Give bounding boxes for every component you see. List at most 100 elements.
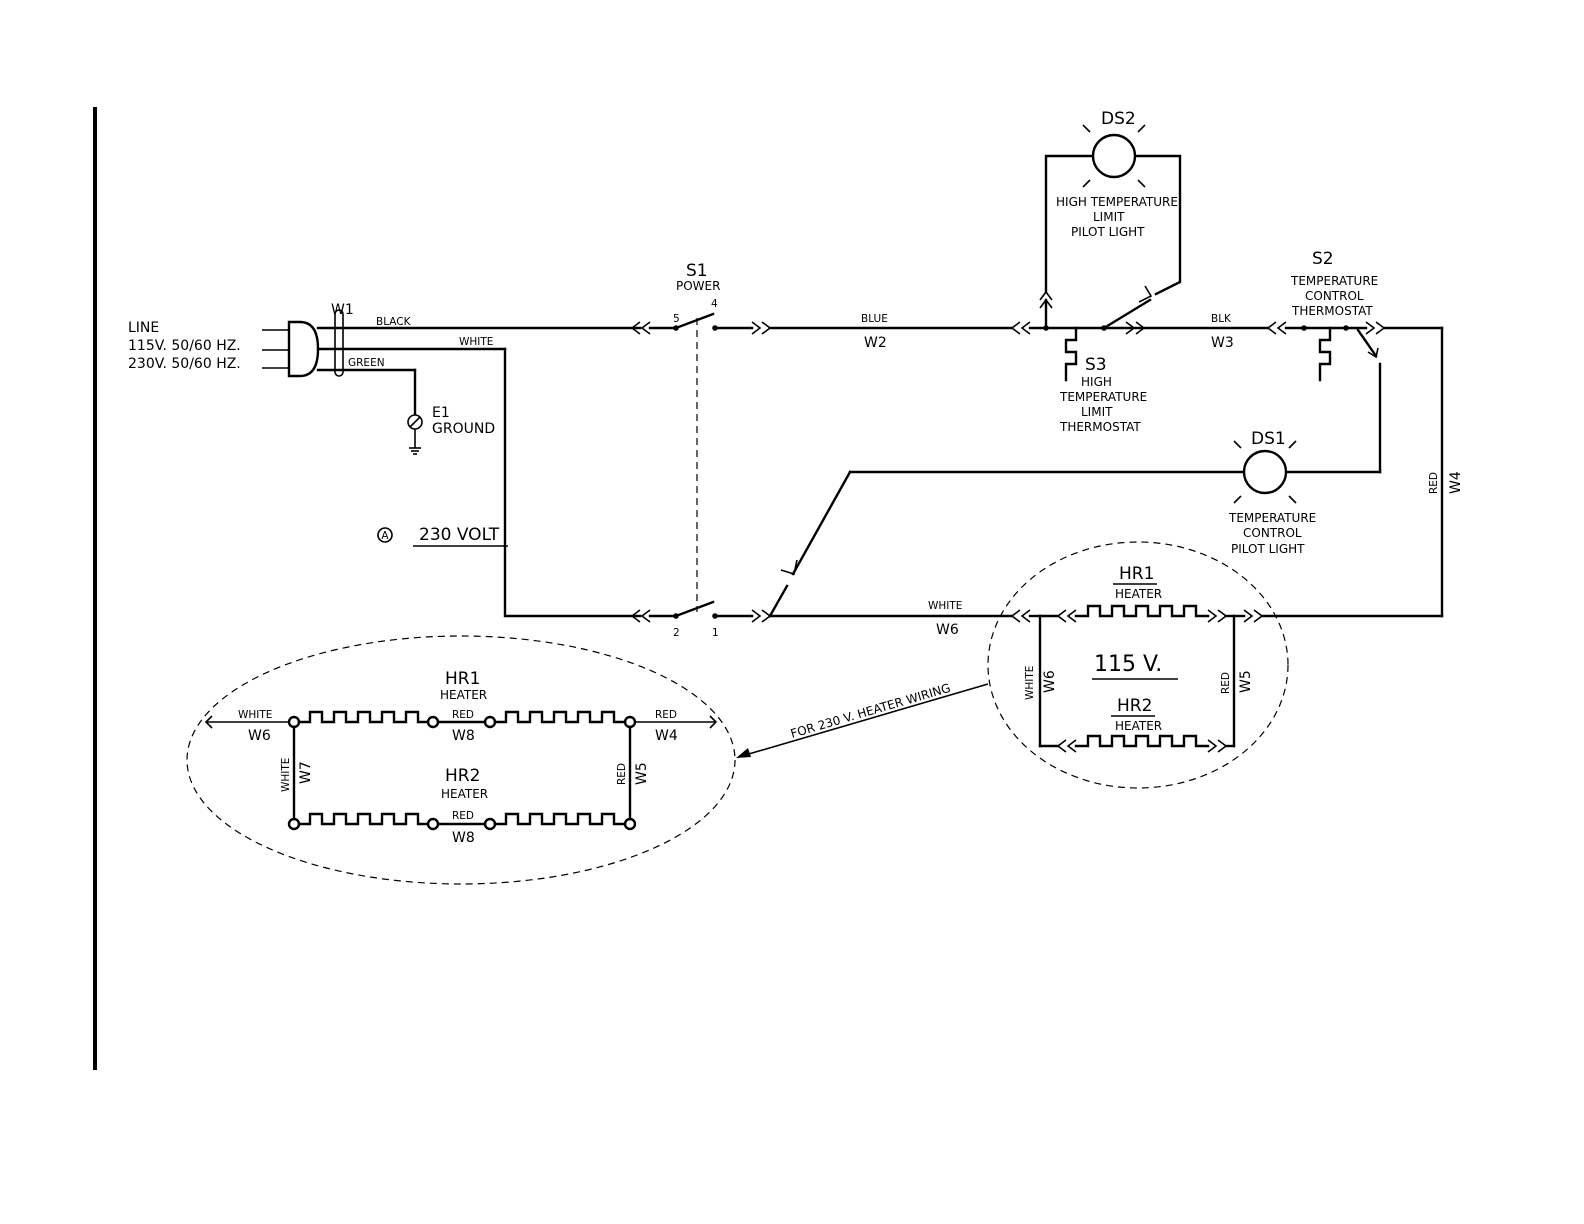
s1-blade-lower <box>674 600 715 618</box>
s2-line1: TEMPERATURE <box>1290 274 1378 288</box>
s3-line1: HIGH <box>1081 375 1112 389</box>
ds1-line2: CONTROL <box>1243 526 1302 540</box>
detail230-left-ref: W7 <box>298 761 314 784</box>
connector-icon <box>1243 609 1264 623</box>
s2-blade <box>1356 328 1378 358</box>
callout-230v: FOR 230 V. HEATER WIRING <box>736 681 989 758</box>
s3-line2: TEMPERATURE <box>1059 390 1147 404</box>
s2-thermal-element-icon <box>1318 326 1332 382</box>
note-marker-letter: A <box>381 530 389 542</box>
ground-symbol-icon <box>409 447 421 455</box>
line-supply-label: LINE 115V. 50/60 HZ. 230V. 50/60 HZ. <box>128 320 241 372</box>
ds1-circuit: DS1 TEMPERATURE CONTROL PILOT LIGHT <box>768 429 1382 618</box>
cord-w1: W1 BLACK WHITE GREEN <box>316 302 642 377</box>
s1-label: S1 <box>686 261 708 281</box>
connector-icon <box>1056 739 1077 753</box>
terminal-icon <box>483 817 497 831</box>
switch-s1: S1 POWER 5 4 2 1 <box>630 261 772 639</box>
hr1-230-label: HR1 <box>445 669 480 689</box>
s2-label: S2 <box>1312 249 1334 269</box>
connector-icon <box>1266 321 1287 335</box>
ds2-line3: PILOT LIGHT <box>1071 225 1145 239</box>
s3-label: S3 <box>1085 355 1107 375</box>
hr1-element-icon <box>1074 604 1210 618</box>
hr2-230-element-b-icon <box>493 812 627 826</box>
detail230-right-color: RED <box>616 763 628 785</box>
s1-terminal-4: 4 <box>711 298 718 310</box>
w3-color-label: BLK <box>1211 313 1232 325</box>
ds2-circuit: DS2 HIGH TEMPERATURE LIMIT PILOT LIGHT <box>1028 109 1182 331</box>
s1-blade-upper <box>674 312 715 330</box>
wire-w4: RED W4 <box>1260 326 1464 618</box>
s1-power-label: POWER <box>676 279 720 293</box>
ground-label: GROUND <box>432 421 495 437</box>
terminal-icon <box>483 715 497 729</box>
ds1-tap-blade <box>768 584 789 618</box>
detail230-mid-top-ref: W8 <box>452 728 475 744</box>
connector-icon <box>1056 609 1077 623</box>
green-wire-label: GREEN <box>348 357 385 369</box>
callout-leader <box>741 683 989 757</box>
detail-230v: HR1 HEATER HR2 HEATER WHITE W6 RED W4 RE… <box>186 635 736 885</box>
detail230-in-ref: W6 <box>248 728 271 744</box>
connector-icon <box>751 609 772 623</box>
connector-icon <box>630 321 651 335</box>
detail115-left-color: WHITE <box>1024 666 1036 700</box>
w2-color-label: BLUE <box>861 313 888 325</box>
note-marker-icon <box>377 527 393 543</box>
hr2-element-icon <box>1074 734 1210 748</box>
w1-label: W1 <box>331 302 354 318</box>
detail-230v-outline <box>186 635 736 885</box>
connector-icon <box>1010 321 1031 335</box>
plug-icon <box>262 320 320 378</box>
thermostat-s3: S3 HIGH TEMPERATURE LIMIT THERMOSTAT <box>1059 326 1147 434</box>
s3-line3: LIMIT <box>1081 405 1113 419</box>
terminal-icon <box>426 715 440 729</box>
w3-label: W3 <box>1211 335 1234 351</box>
line-115v-label: 115V. 50/60 HZ. <box>128 338 241 354</box>
detail-115v-outline <box>987 541 1289 789</box>
e1-label: E1 <box>432 405 450 421</box>
s1-terminal-5: 5 <box>673 313 680 325</box>
hr1-heater-label: HEATER <box>1115 587 1162 601</box>
connector-icon <box>1207 739 1228 753</box>
line-230v-label: 230V. 50/60 HZ. <box>128 356 241 372</box>
detail230-in-color: WHITE <box>238 709 272 721</box>
connector-icon <box>1365 321 1386 335</box>
wire-w3: BLK W3 <box>1102 313 1287 351</box>
thermostat-s2: S2 TEMPERATURE CONTROL THERMOSTAT <box>1284 249 1444 474</box>
s2-line2: CONTROL <box>1305 289 1364 303</box>
s3-line4: THERMOSTAT <box>1059 420 1141 434</box>
ds1-line1: TEMPERATURE <box>1228 511 1316 525</box>
ds2-label: DS2 <box>1101 109 1136 129</box>
hr1-label: HR1 <box>1119 564 1154 584</box>
hr1-230-element-a-icon <box>297 710 430 724</box>
terminal-icon <box>426 817 440 831</box>
detail230-out-color: RED <box>655 709 677 721</box>
ds1-label: DS1 <box>1251 429 1286 449</box>
s1-terminal-1: 1 <box>712 627 719 639</box>
s2-line3: THERMOSTAT <box>1291 304 1373 318</box>
w2-label: W2 <box>864 335 887 351</box>
connector-icon <box>630 609 651 623</box>
voltage-115-label: 115 V. <box>1094 652 1162 677</box>
hr2-230-label: HR2 <box>445 766 480 786</box>
white-wire-label: WHITE <box>459 336 493 348</box>
ds2-line1: HIGH TEMPERATURE <box>1056 195 1178 209</box>
w4-color-label: RED <box>1428 472 1440 494</box>
black-wire-label: BLACK <box>376 316 412 328</box>
detail230-mid-bot-color: RED <box>452 810 474 822</box>
w6-label: W6 <box>936 622 959 638</box>
terminal-icon <box>623 715 637 729</box>
connector-icon <box>1010 609 1031 623</box>
terminal-icon <box>287 817 301 831</box>
hr2-230-element-a-icon <box>297 812 430 826</box>
white-neutral-wire <box>503 347 642 618</box>
detail230-left-color: WHITE <box>280 758 292 792</box>
callout-text: FOR 230 V. HEATER WIRING <box>789 681 952 741</box>
detail230-out-ref: W4 <box>655 728 678 744</box>
detail115-left-ref: W6 <box>1042 670 1058 693</box>
wire-w2: BLUE W2 <box>768 313 1031 351</box>
w6-color-label: WHITE <box>928 600 962 612</box>
